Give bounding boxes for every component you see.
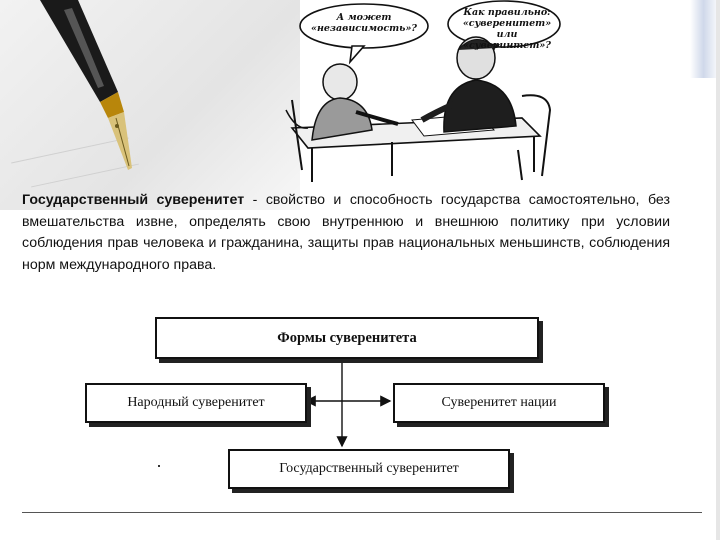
diagram-nation-box: Суверенитет нации [393,383,605,423]
diagram-title-label: Формы суверенитета [277,330,416,347]
diagram-nation-label: Суверенитет нации [441,395,556,411]
diagram-state-box: Государственный суверенитет [228,449,510,489]
diagram-people-label: Народный суверенитет [127,395,264,411]
diagram-people-box: Народный суверенитет [85,383,307,423]
stray-dot [158,465,160,467]
diagram-title-box: Формы суверенитета [155,317,539,359]
bottom-divider [22,512,702,513]
diagram-state-label: Государственный суверенитет [279,461,459,477]
